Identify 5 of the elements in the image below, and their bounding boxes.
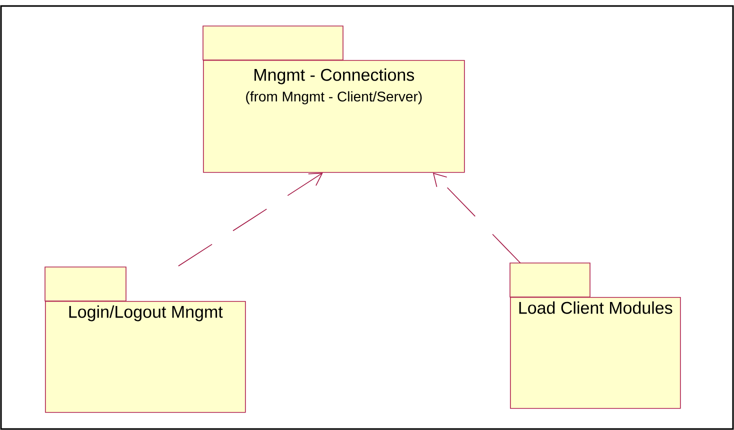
dependency-arrow — [432, 172, 521, 264]
package-box: Load Client Modules — [510, 262, 681, 409]
package-box: Mngmt - Connections (from Mngmt - Client/Server) — [202, 26, 465, 173]
dependency-arrow — [178, 172, 323, 266]
package-box: Login/Logout Mngmt — [44, 266, 246, 413]
